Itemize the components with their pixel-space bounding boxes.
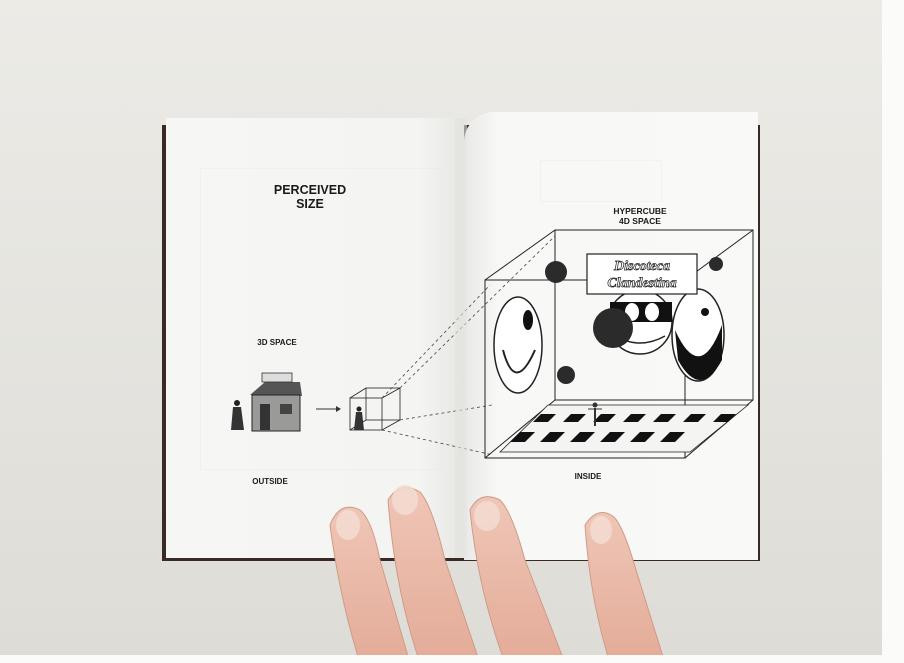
photo-border-bottom	[0, 655, 904, 663]
photo-border-right	[882, 0, 904, 663]
